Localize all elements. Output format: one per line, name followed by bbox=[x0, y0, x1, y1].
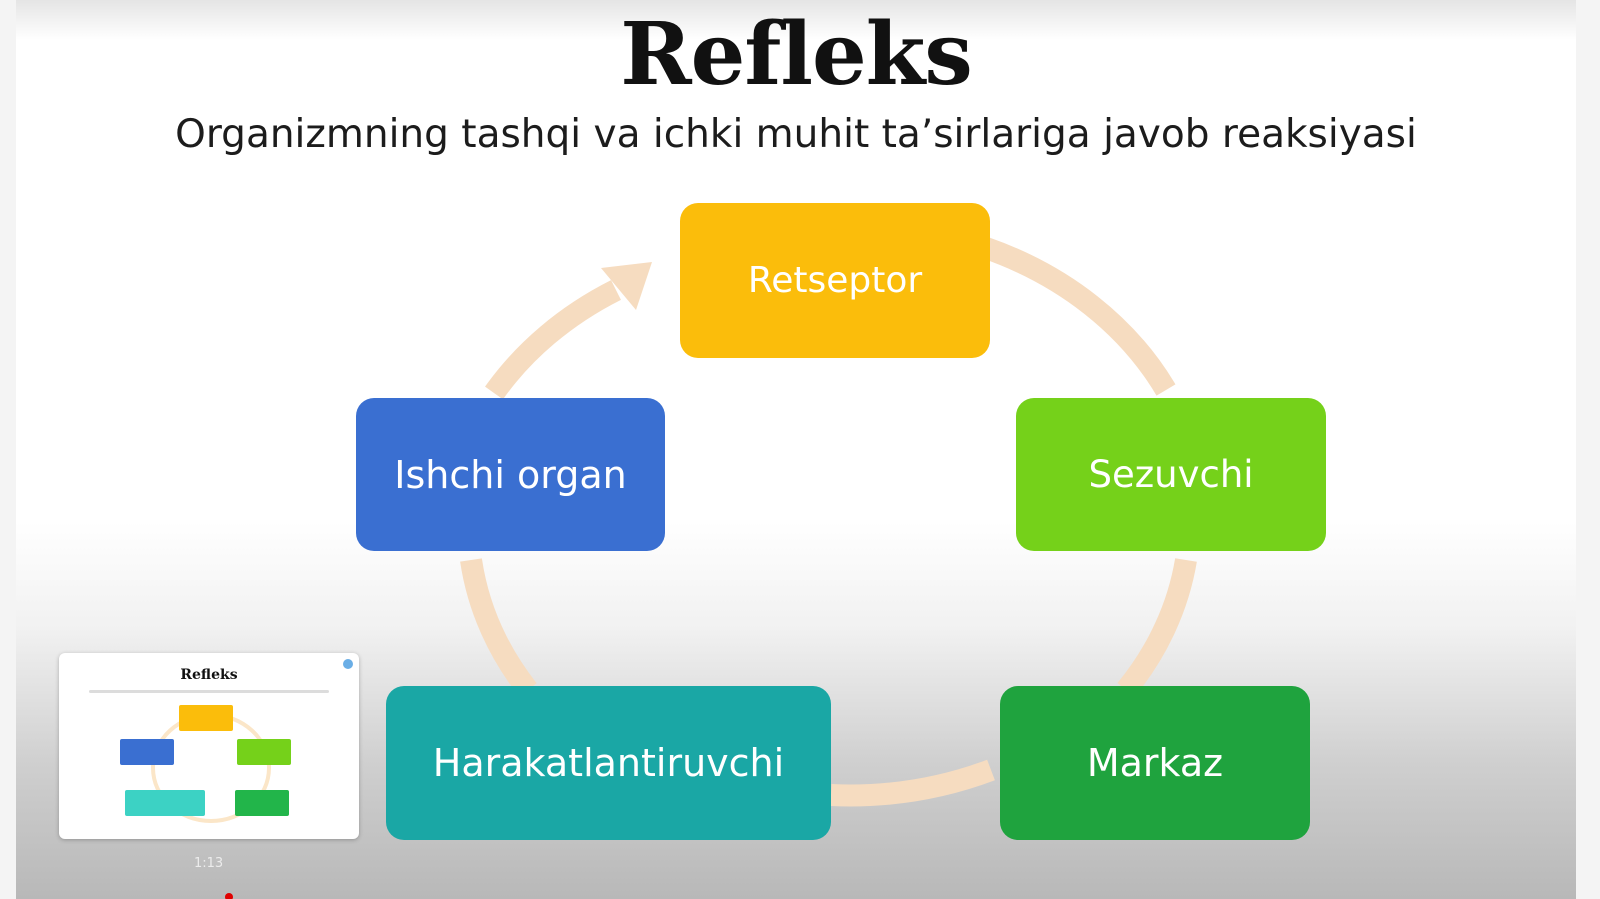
slide-title: Refleks bbox=[620, 4, 973, 105]
node-ishchi-organ: Ishchi organ bbox=[356, 398, 665, 551]
node-retseptor: Retseptor bbox=[680, 203, 990, 358]
node-harakatlantiruvchi: Harakatlantiruvchi bbox=[386, 686, 831, 840]
cycle-arrow bbox=[460, 237, 1197, 807]
preview-node-retseptor bbox=[179, 705, 233, 731]
preview-node-markaz bbox=[235, 790, 289, 816]
preview-title: Refleks bbox=[180, 667, 238, 683]
video-frame[interactable]: Refleks Organizmning tashqi va ichki muh… bbox=[16, 0, 1576, 899]
seek-preview-thumbnail: Refleks bbox=[59, 653, 359, 839]
preview-node-harakatlantiruvchi bbox=[125, 790, 205, 816]
preview-subtitle-line bbox=[89, 690, 329, 693]
slide-subtitle: Organizmning tashqi va ichki muhit ta’si… bbox=[175, 112, 1417, 157]
preview-timestamp: 1:13 bbox=[194, 856, 224, 871]
seek-handle[interactable] bbox=[225, 893, 233, 899]
preview-indicator-icon bbox=[343, 659, 353, 669]
cycle-arrow-ring bbox=[460, 237, 1197, 807]
node-sezuvchi: Sezuvchi bbox=[1016, 398, 1326, 551]
node-markaz: Markaz bbox=[1000, 686, 1310, 840]
preview-node-ishchi-organ bbox=[120, 739, 174, 765]
preview-node-sezuvchi bbox=[237, 739, 291, 765]
